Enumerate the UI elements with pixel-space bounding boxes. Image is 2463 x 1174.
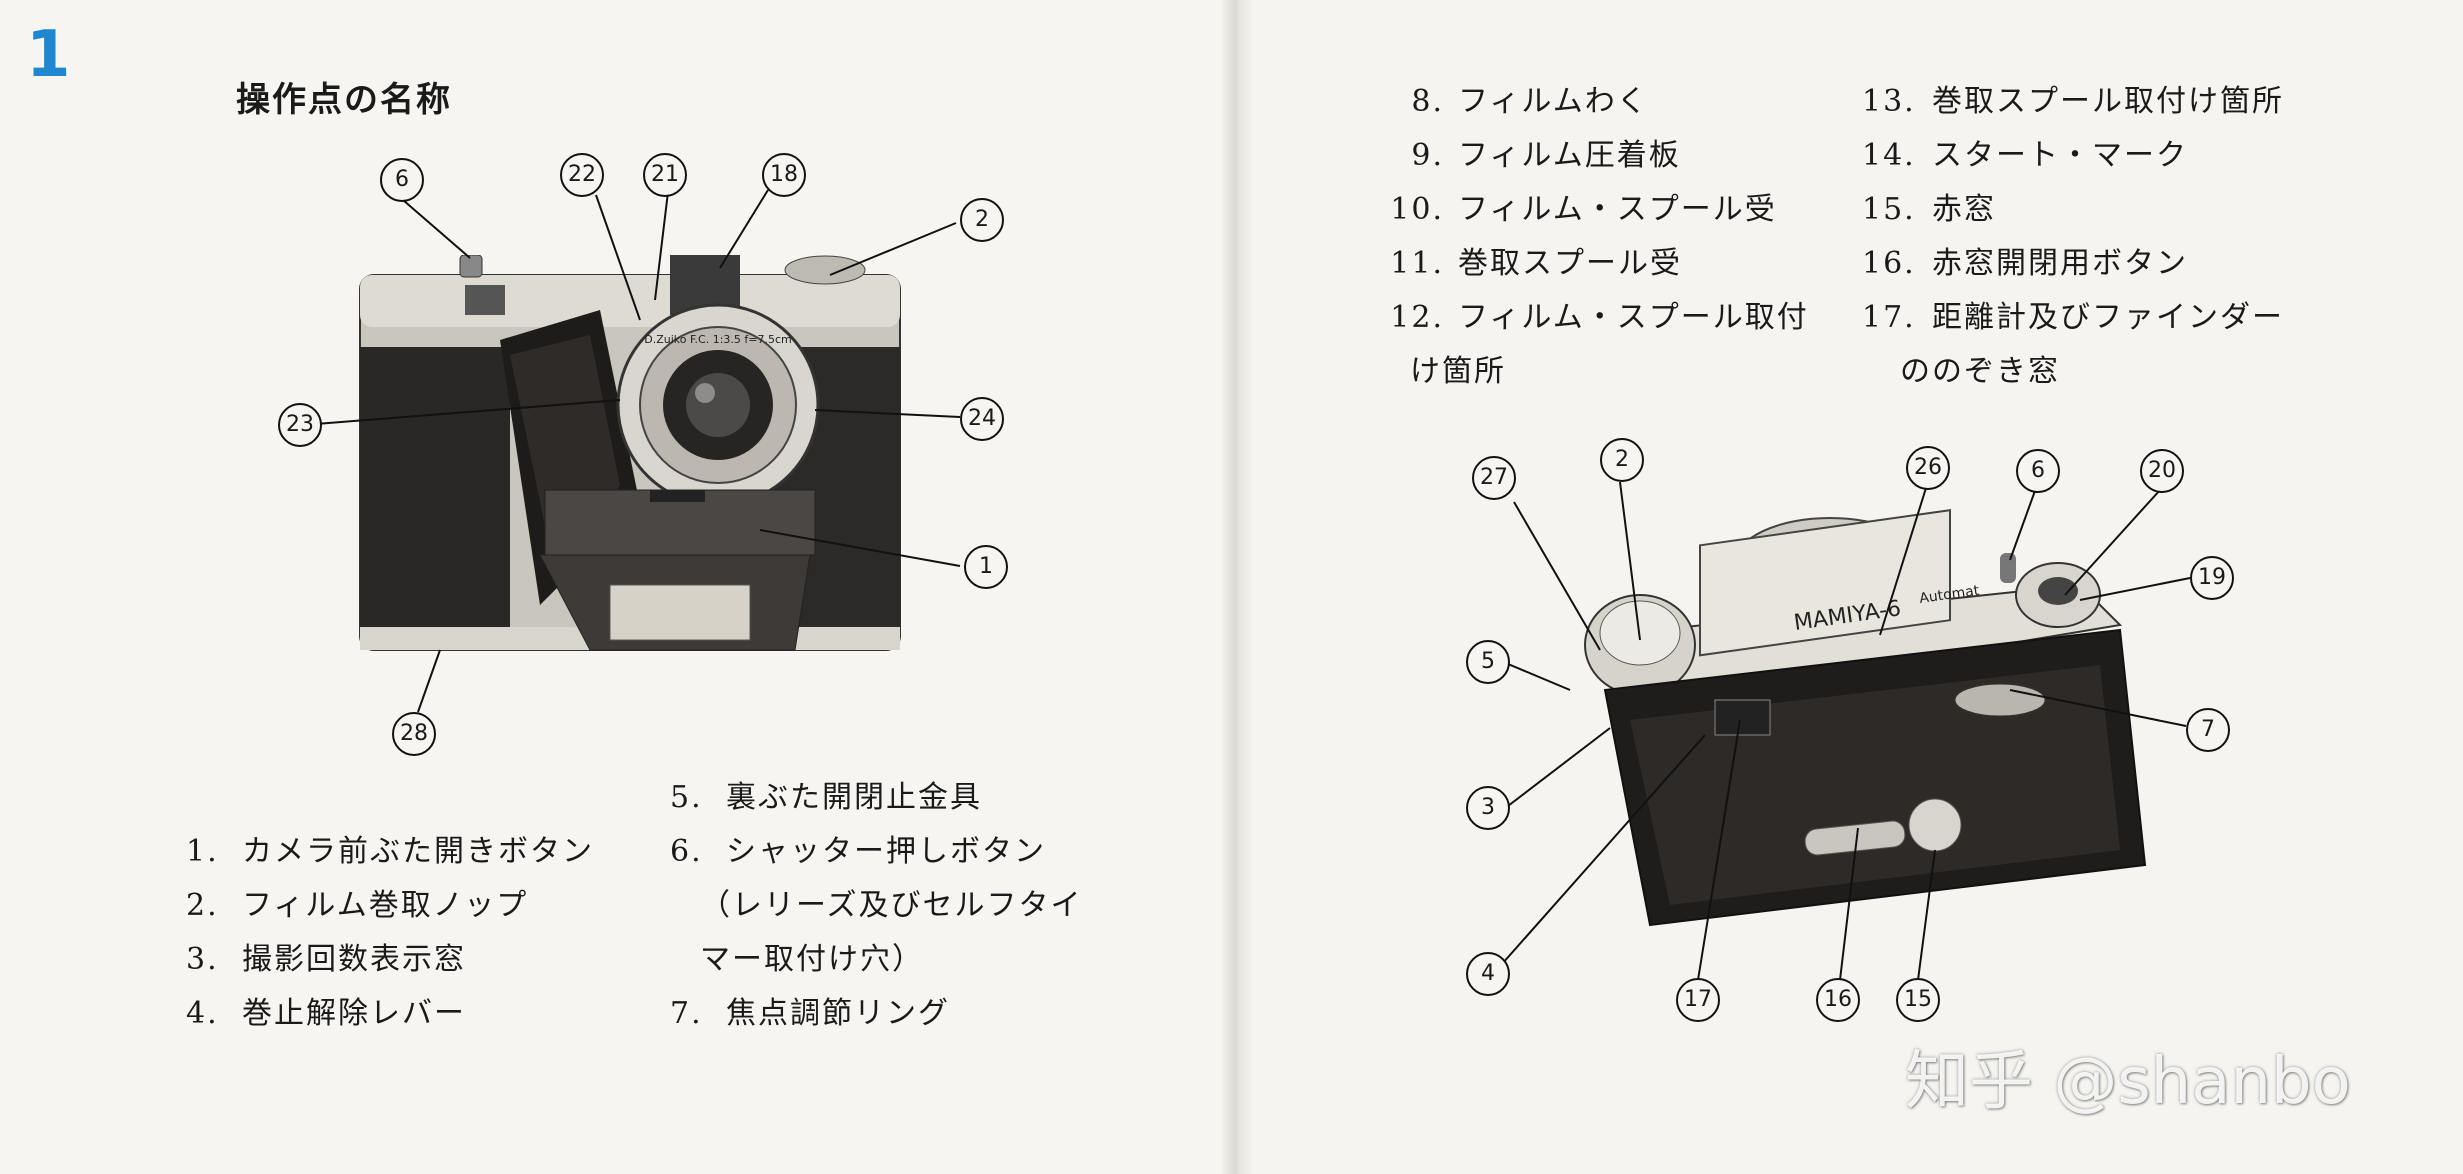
callout-front-1: 1: [964, 545, 1008, 589]
book-gutter: [1222, 0, 1252, 1174]
back-camera-illustration: MAMIYA-6 Automat: [1584, 509, 2147, 927]
callout-back-5: 5: [1466, 640, 1510, 684]
list-item: 10.フィルム・スプール受: [1390, 192, 1777, 227]
list-item: 4.巻止解除レバー: [186, 996, 466, 1031]
callout-back-7: 7: [2186, 708, 2230, 752]
callout-back-20: 20: [2140, 449, 2184, 493]
list-item-continued: ののぞき窓: [1900, 354, 2060, 389]
list-item-continued: （レリーズ及びセルフタイ: [700, 888, 1083, 923]
list-item: 17.距離計及びファインダー: [1862, 300, 2284, 335]
list-item: 7.焦点調節リング: [670, 996, 950, 1031]
front-camera-illustration: D.Zuiko F.C. 1:3.5 f=7.5cm: [359, 255, 901, 651]
list-item: 11.巻取スプール受: [1390, 246, 1682, 281]
list-item-continued: マー取付け穴）: [700, 942, 924, 977]
list-item: 3.撮影回数表示窓: [186, 942, 466, 977]
callout-front-21: 21: [643, 153, 687, 197]
callout-back-4: 4: [1466, 952, 1510, 996]
list-item: 1.カメラ前ぶた開きボタン: [186, 834, 594, 869]
callout-front-24: 24: [960, 397, 1004, 441]
callout-back-2: 2: [1600, 438, 1644, 482]
list-item: 14.スタート・マーク: [1862, 138, 2188, 173]
callout-back-26: 26: [1906, 446, 1950, 490]
list-item: 13.巻取スプール取付け箇所: [1862, 84, 2284, 119]
list-item: 15.赤窓: [1862, 192, 1996, 227]
callout-front-28: 28: [392, 712, 436, 756]
list-item: 16.赤窓開閉用ボタン: [1862, 246, 2188, 281]
callout-back-27: 27: [1472, 456, 1516, 500]
list-item: 9.フィルム圧着板: [1411, 138, 1681, 173]
list-item: 5.裏ぶた開閉止金具: [670, 780, 982, 815]
list-item: 6.シャッター押しボタン: [670, 834, 1046, 869]
list-item-continued: け箇所: [1410, 354, 1506, 389]
list-item: 2.フィルム巻取ノップ: [186, 888, 529, 923]
callout-front-18: 18: [762, 153, 806, 197]
callout-front-6: 6: [380, 158, 424, 202]
callout-back-17: 17: [1676, 978, 1720, 1022]
svg-text:D.Zuiko F.C. 1:3.5 f=7.5cm: D.Zuiko F.C. 1:3.5 f=7.5cm: [644, 333, 792, 346]
list-item: 8.フィルムわく: [1411, 84, 1649, 119]
callout-back-6: 6: [2016, 449, 2060, 493]
callout-front-22: 22: [560, 153, 604, 197]
watermark: 知乎 @shanbo: [1905, 1045, 2351, 1119]
callout-back-16: 16: [1816, 978, 1860, 1022]
callout-front-2: 2: [960, 198, 1004, 242]
page-number: 1: [26, 18, 71, 92]
section-heading: 操作点の名称: [236, 80, 452, 120]
callout-front-23: 23: [278, 403, 322, 447]
callout-back-15: 15: [1896, 978, 1940, 1022]
callout-back-19: 19: [2190, 556, 2234, 600]
list-item: 12.フィルム・スプール取付: [1390, 300, 1809, 335]
callout-back-3: 3: [1466, 786, 1510, 830]
